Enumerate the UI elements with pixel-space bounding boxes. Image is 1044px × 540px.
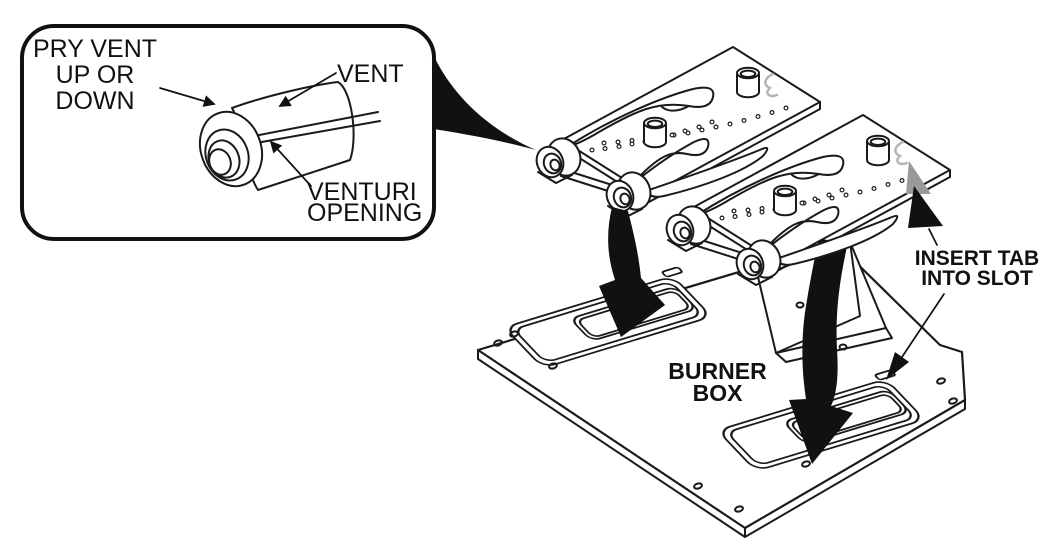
callout-pointer xyxy=(432,52,536,150)
slot-arrowhead xyxy=(886,352,909,380)
burner-box-label-line1: BURNER xyxy=(668,358,767,384)
pry-vent-label-line2: UP OR xyxy=(55,61,135,89)
burner-box-label-line2: BOX xyxy=(692,380,743,406)
pry-vent-label-line1: PRY VENT xyxy=(32,35,158,63)
burner-box-label: BURNER BOX xyxy=(647,358,788,406)
vent-arrow xyxy=(278,72,337,107)
insert-tab-label-line1: INSERT TAB xyxy=(914,247,1040,270)
venturi-opening-label-line2: OPENING xyxy=(307,199,423,227)
venturi-opening-label-line1: VENTURI xyxy=(307,178,417,206)
tab-arrow xyxy=(908,186,943,228)
pry-vent-label-line3: DOWN xyxy=(55,87,135,115)
insert-tab-label-line2: INTO SLOT xyxy=(921,267,1033,290)
vent-label: VENT xyxy=(337,61,404,87)
venturi-opening-label: VENTURI OPENING xyxy=(307,178,423,227)
pry-vent-label: PRY VENT UP OR DOWN xyxy=(18,36,172,114)
venturi-opening-arrow xyxy=(269,140,312,187)
insertion-arrow-right xyxy=(789,239,853,464)
mounting-holes xyxy=(493,291,958,513)
insertion-arrow-left xyxy=(599,207,665,337)
vent-label-text: VENT xyxy=(337,60,404,88)
tab-leader-line xyxy=(928,228,938,246)
slot-leader-line xyxy=(901,293,945,358)
insert-tab-label: INSERT TAB INTO SLOT xyxy=(896,247,1044,290)
callout-bubble xyxy=(20,24,436,241)
pry-vent-arrow xyxy=(159,87,216,107)
vent-cylinder xyxy=(198,81,381,191)
insert-tab xyxy=(906,161,931,194)
